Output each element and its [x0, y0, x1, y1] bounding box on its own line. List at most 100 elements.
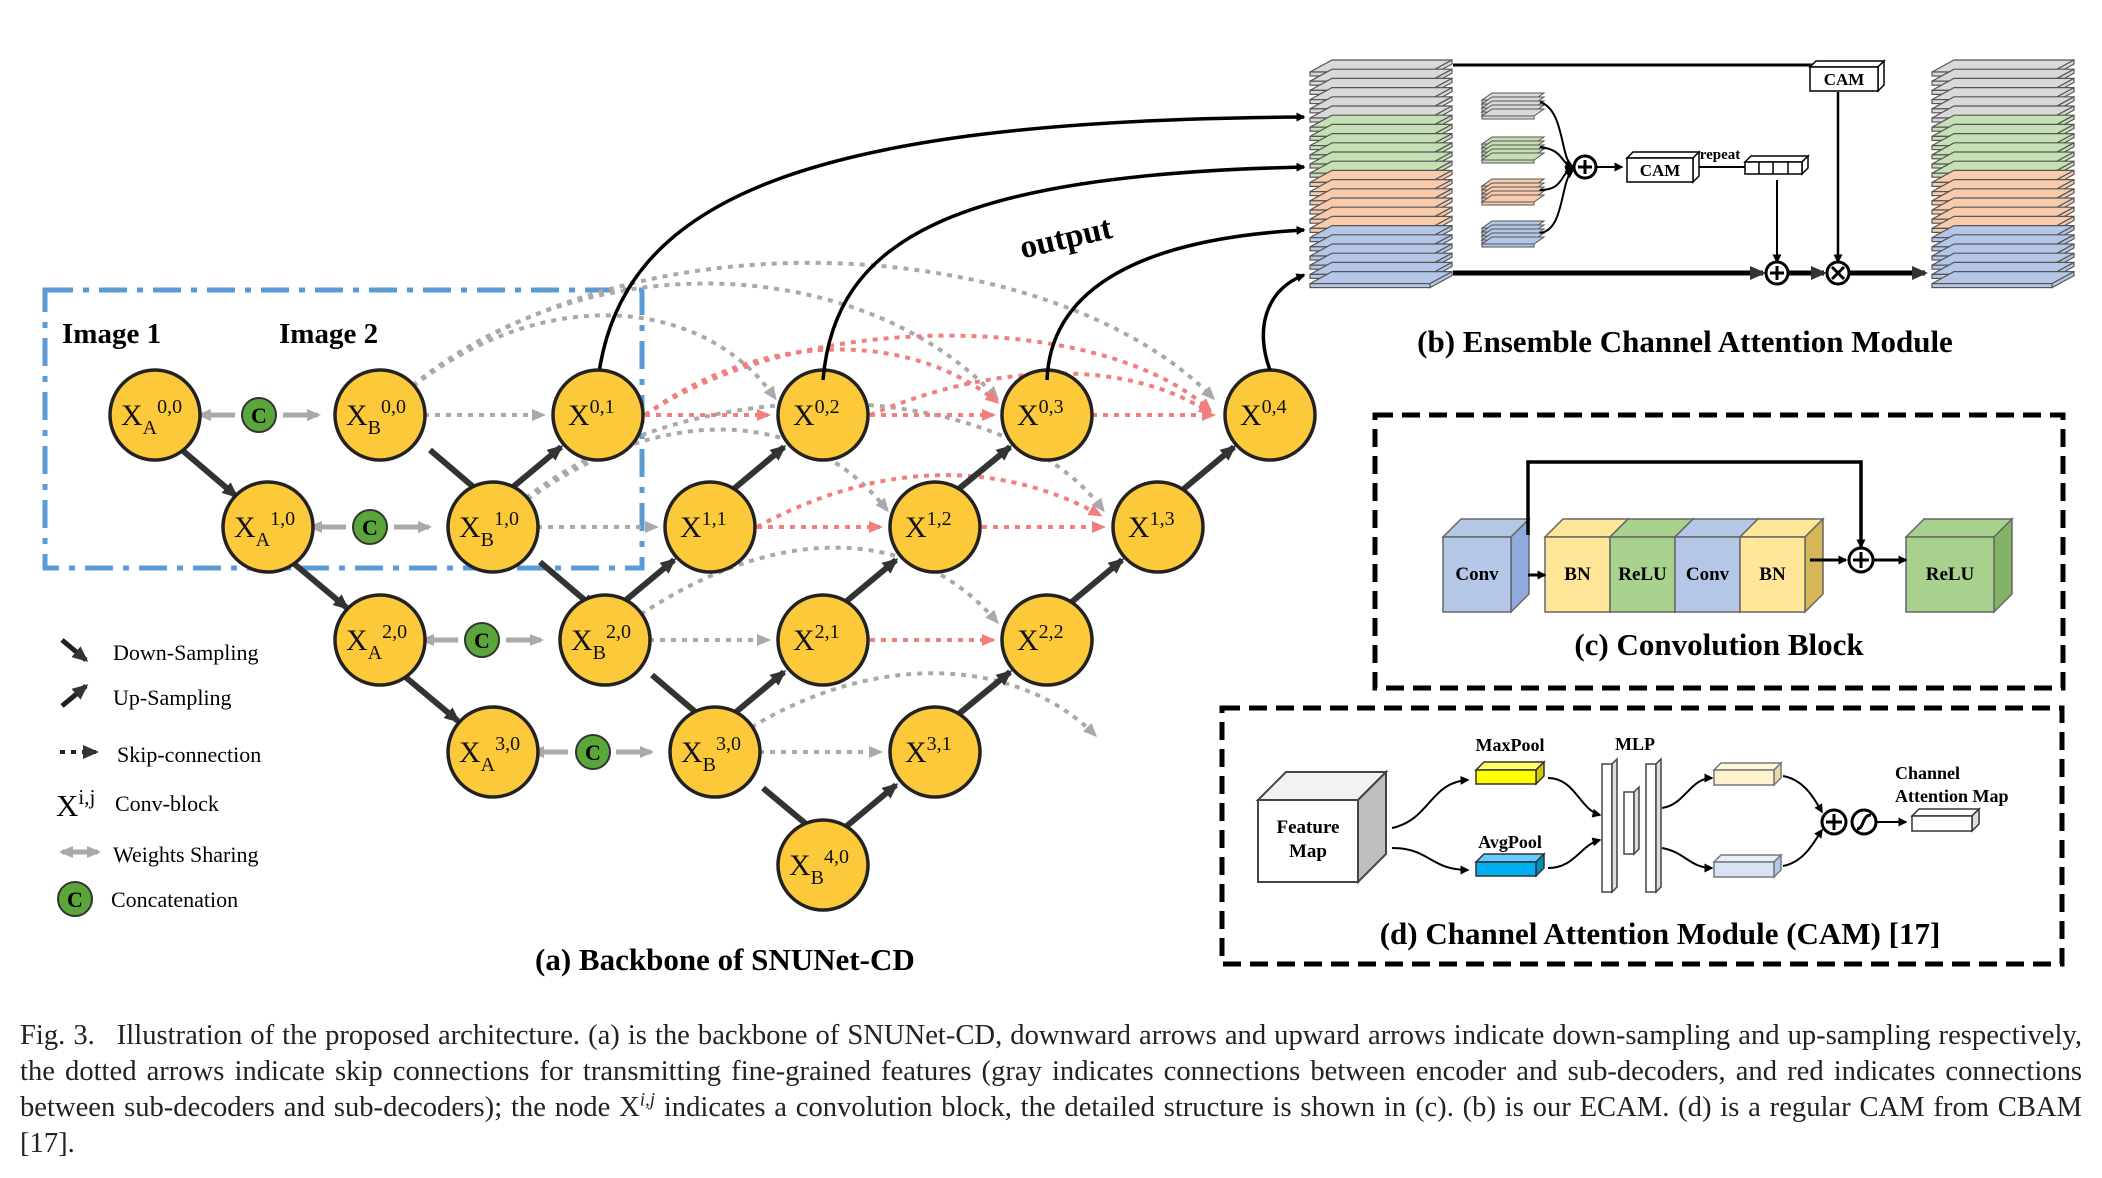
svg-text:BN: BN [1759, 564, 1786, 585]
conv-node-x03: X0,3 [1000, 368, 1094, 462]
repeat-label: repeat [1700, 147, 1741, 163]
svg-text:XA2,0: XA2,0 [346, 621, 407, 664]
svg-text:C: C [585, 740, 601, 765]
conv-node-x21: X2,1 [776, 593, 870, 687]
feature-map-cube [1255, 769, 1389, 885]
image1-label: Image 1 [62, 318, 161, 350]
conv-node-xb40: XB4,0 [776, 818, 870, 912]
concat-icon: C [241, 397, 277, 433]
svg-text:C: C [362, 515, 378, 540]
conv-block-relu: ReLU [1904, 517, 2014, 614]
svg-text:C: C [474, 628, 490, 653]
conv-node-x12: X1,2 [888, 480, 982, 574]
mlp-label: MLP [1615, 734, 1655, 754]
conv-node-xb20: XB2,0 [558, 593, 652, 687]
svg-text:ReLU: ReLU [1618, 564, 1667, 585]
repeat-vector [1743, 154, 1810, 176]
image-pair-box [42, 287, 645, 571]
conv-node-xa30: XA3,0 [446, 705, 540, 799]
svg-text:XB2,0: XB2,0 [571, 621, 631, 664]
mlp-block [1601, 757, 1662, 894]
attention-map-label-1: Channel [1895, 763, 1960, 783]
conv-node-xb10: XB1,0 [446, 480, 540, 574]
legend: Down-Sampling Up-Sampling Skip-connectio… [56, 638, 261, 917]
svg-text:X3,1: X3,1 [905, 733, 952, 769]
avgpool-block [1474, 852, 1546, 878]
caption-text-2: indicates a convolution block, the detai… [20, 1092, 2083, 1159]
output-curves [596, 112, 1306, 381]
cam-box-top: CAM [1808, 59, 1886, 93]
output-curves-upper [821, 162, 1306, 381]
panel-c-title: (c) Convolution Block [1574, 627, 1864, 662]
svg-text:X0,2: X0,2 [793, 396, 840, 432]
svg-text:C: C [251, 403, 267, 428]
cam-panel: Feature Map MaxPool AvgPool [1219, 705, 2065, 967]
svg-text:CAM: CAM [1824, 70, 1865, 89]
feature-map-label-1: Feature [1277, 817, 1340, 838]
svg-text:X1,3: X1,3 [1128, 508, 1175, 544]
panel-d-title: (d) Channel Attention Module (CAM) [17] [1380, 916, 1941, 951]
small-feature-layer [1480, 152, 1546, 164]
conv-node-x13: X1,3 [1111, 480, 1205, 574]
caption-sup: i,j [639, 1089, 656, 1111]
svg-text:XA3,0: XA3,0 [459, 733, 520, 776]
svg-text:XB4,0: XB4,0 [789, 846, 849, 889]
legend-conv-symbol: Xi,j [56, 785, 95, 823]
concat-icon: C [575, 734, 611, 770]
small-feature-layer [1480, 236, 1546, 248]
maxpool-block [1474, 760, 1546, 786]
panel-b-title: (b) Ensemble Channel Attention Module [1417, 324, 1953, 359]
attention-map-block [1910, 807, 1981, 833]
panel-a-title: (a) Backbone of SNUNet-CD [535, 942, 915, 977]
conv-node-x01: X0,1 [551, 368, 645, 462]
svg-text:ReLU: ReLU [1926, 564, 1975, 585]
conv-block-conv: Conv [1441, 517, 1531, 614]
svg-text:CAM: CAM [1640, 161, 1681, 180]
svg-text:Conv: Conv [1455, 564, 1499, 585]
concat-icon: C [464, 622, 500, 658]
conv-block-row: Conv BN ReLU Conv BN ReLU [1441, 517, 2014, 614]
conv-node-xa10: XA1,0 [221, 480, 315, 574]
small-feature-layer [1480, 108, 1546, 120]
legend-concat-icon [57, 881, 93, 917]
svg-text:X1,2: X1,2 [905, 508, 952, 544]
architecture-diagram: Image 1 Image 2 [42, 58, 2075, 977]
ecam-merge-curves [1539, 101, 1782, 264]
feature-map-label-2: Map [1289, 841, 1327, 862]
residual-line [1526, 460, 1866, 549]
figure-caption: Fig. 3.Illustration of the proposed arch… [20, 1018, 2082, 1162]
feature-layer [1309, 270, 1453, 289]
backbone-panel: Image 1 Image 2 [42, 112, 1306, 837]
svg-text:Conv: Conv [1686, 564, 1730, 585]
panel-c-border [1372, 412, 2066, 691]
conv-node-x31: X3,1 [888, 705, 982, 799]
avgpool-label: AvgPool [1478, 832, 1542, 852]
sampling-arrows [180, 444, 1237, 837]
legend-up-sampling: Up-Sampling [113, 685, 232, 710]
concat-layer: C C C C [241, 397, 611, 770]
conv-node-xb30: XB3,0 [668, 705, 762, 799]
svg-text:BN: BN [1564, 564, 1591, 585]
conv-node-x11: X1,1 [663, 480, 757, 574]
ecam-output-stack [1931, 58, 2075, 289]
cam-box-mid: CAM [1625, 150, 1701, 184]
image2-label: Image 2 [279, 318, 378, 350]
ecam-small-stacks [1480, 92, 1546, 248]
legend-down-arrow [60, 638, 89, 662]
feature-layer [1931, 270, 2075, 289]
svg-text:XB1,0: XB1,0 [459, 508, 519, 551]
small-feature-layer [1480, 194, 1546, 206]
legend-skip-connection: Skip-connection [117, 742, 261, 767]
ecam-input-stack [1309, 58, 1453, 289]
mlp-out-avg [1712, 853, 1783, 879]
svg-text:X2,1: X2,1 [793, 621, 840, 657]
concat-icon: C [352, 509, 388, 545]
svg-text:XA0,0: XA0,0 [121, 396, 182, 439]
svg-text:XB0,0: XB0,0 [346, 396, 406, 439]
panel-d-border [1219, 705, 2065, 967]
gray-skip-connections [378, 260, 1216, 758]
svg-text:X1,1: X1,1 [680, 508, 727, 544]
conv-node-x22: X2,2 [1000, 593, 1094, 687]
conv-node-x04: X0,4 [1223, 368, 1317, 462]
